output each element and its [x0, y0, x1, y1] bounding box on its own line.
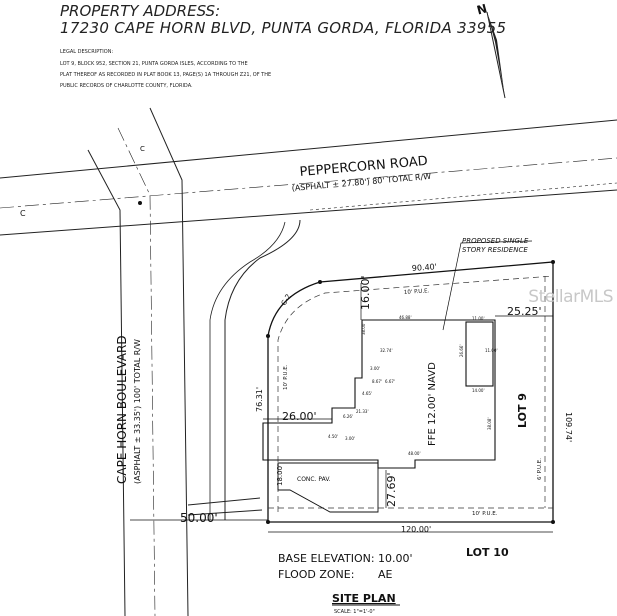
pue-left-label: 10' P.U.E. [283, 364, 289, 390]
centerline-top-marker: C [140, 145, 145, 153]
dim-top: 90.40' [412, 262, 438, 273]
flood-zone-value: AE [378, 568, 393, 581]
pue-top-label: 10' P.U.E. [404, 288, 430, 296]
small-dim-15: 4.50' [328, 434, 338, 439]
small-dim-17: 4.65' [362, 391, 372, 396]
property-address-line: 17230 CAPE HORN BLVD, PUNTA GORDA, FLORI… [60, 19, 507, 37]
base-elevation-value: 10.00' [378, 552, 413, 565]
dim-bottom: 120.00' [401, 525, 431, 534]
site-plan-scale: SCALE: 1"=1'-0" [334, 609, 375, 615]
lot-10-label: LOT 10 [466, 546, 509, 559]
small-dim-1: 46.88' [399, 315, 412, 320]
pue-bottom-label: 10' P.U.E. [472, 511, 498, 517]
small-dim-4: 38.08' [487, 417, 492, 430]
property-address-title: PROPERTY ADDRESS: [60, 2, 221, 20]
small-dim-9: 21.33' [356, 409, 369, 414]
dim-road-front: 50.00' [180, 511, 218, 525]
dim-setback-front: 16.00' [359, 275, 372, 310]
dimension-lines [130, 283, 553, 533]
site-plan-title: SITE PLAN [332, 592, 396, 605]
dim-left-front: 76.31' [255, 387, 264, 412]
legal-description-line-3: PUBLIC RECORDS OF CHARLOTTE COUNTY, FLOR… [60, 83, 193, 89]
small-dim-3: 26.66' [459, 344, 464, 357]
cape-horn-boulevard-sub: (ASPHALT ± 33.35') 100' TOTAL R/W [133, 339, 142, 484]
lot-9-boundary [267, 261, 554, 523]
small-dim-14: 11.00' [485, 348, 498, 353]
easement-lines [268, 275, 554, 512]
small-dim-2: 11.00' [472, 316, 485, 321]
north-arrow-icon [486, 11, 506, 99]
dim-setback-bottom: 27.69' [385, 472, 398, 507]
proposed-residence [262, 319, 496, 513]
flood-zone-label: FLOOD ZONE: [278, 568, 354, 581]
stellarmls-watermark: StellarMLS [528, 287, 613, 307]
lot-corner-markers [138, 201, 555, 524]
small-dim-7: 6.67' [385, 379, 395, 384]
cape-horn-boulevard-name: CAPE HORN BOULEVARD [115, 335, 129, 484]
small-dim-8: 3.00' [370, 366, 380, 371]
north-label: N [475, 1, 488, 17]
callout-line-2: STORY RESIDENCE [462, 246, 528, 254]
small-dim-16: 3.00' [345, 436, 355, 441]
centerline-left-marker: C [20, 209, 26, 218]
concrete-pavement-label: CONC. PAV. [297, 476, 331, 483]
finished-floor-elevation: FFE 12.00' NAVD [427, 362, 438, 446]
peppercorn-road [0, 119, 617, 236]
pue-right-label: 6' P.U.E. [537, 458, 543, 480]
interior-dimensions: 46.88' 11.00' 26.66' 38.08' 32.74' 8.67'… [328, 315, 498, 456]
dim-setback-side: 26.00' [282, 410, 317, 423]
legal-description-title: LEGAL DESCRIPTION: [60, 49, 114, 55]
proposed-residence-leader [442, 240, 533, 331]
cape-horn-boulevard [87, 107, 301, 616]
lot-9-label: LOT 9 [516, 393, 529, 428]
legal-description-line-2: PLAT THEREOF AS RECORDED IN PLAT BOOK 13… [60, 72, 272, 78]
dim-setback-right: 25.25' [507, 305, 542, 318]
small-dim-6: 8.67' [372, 379, 382, 384]
dim-right: 109.74' [564, 412, 573, 442]
callout-line-1: PROPOSED SINGLE [462, 237, 529, 245]
small-dim-5: 32.74' [380, 348, 393, 353]
small-dim-13: 38.00' [361, 322, 366, 335]
small-dim-10: 6.26' [343, 414, 353, 419]
dim-drive: 18.00' [276, 464, 284, 486]
small-dim-12: 14.00' [472, 388, 485, 393]
curve-label: C-2 [280, 293, 293, 307]
legal-description-line-1: LOT 9, BLOCK 952, SECTION 21, PUNTA GORD… [60, 61, 248, 67]
small-dim-11: 48.00' [408, 451, 421, 456]
base-elevation-label: BASE ELEVATION: [278, 552, 375, 565]
